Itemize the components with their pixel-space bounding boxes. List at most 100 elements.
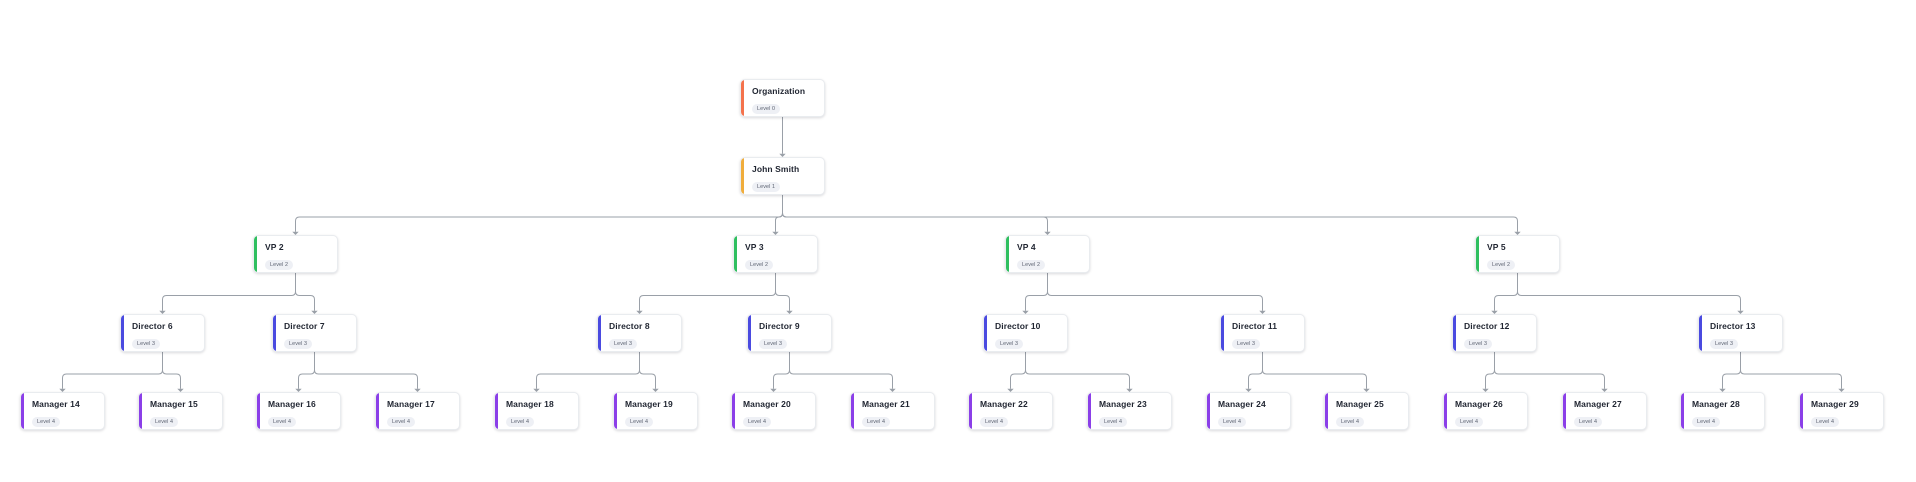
node-level-badge: Level 4 bbox=[506, 417, 535, 427]
org-node[interactable]: VP 3 Level 2 bbox=[733, 235, 818, 273]
node-body: Director 13 Level 3 bbox=[1710, 321, 1778, 350]
node-level-badge: Level 2 bbox=[745, 260, 774, 270]
node-accent-bar bbox=[1325, 393, 1328, 429]
node-level-badge: Level 3 bbox=[609, 339, 638, 349]
node-accent-bar bbox=[741, 80, 744, 116]
node-level-badge: Level 4 bbox=[150, 417, 179, 427]
node-accent-bar bbox=[1006, 236, 1009, 272]
node-accent-bar bbox=[1088, 393, 1091, 429]
node-title: John Smith bbox=[752, 164, 800, 174]
node-title: Manager 20 bbox=[743, 399, 791, 409]
node-level-badge: Level 3 bbox=[1232, 339, 1261, 349]
node-level-badge: Level 4 bbox=[1336, 417, 1365, 427]
node-body: Director 12 Level 3 bbox=[1464, 321, 1532, 350]
org-node[interactable]: Director 13 Level 3 bbox=[1698, 314, 1783, 352]
node-title: Director 12 bbox=[1464, 321, 1510, 331]
node-accent-bar bbox=[1800, 393, 1803, 429]
node-level-badge: Level 3 bbox=[759, 339, 788, 349]
node-title: Director 8 bbox=[609, 321, 650, 331]
node-level-badge: Level 4 bbox=[625, 417, 654, 427]
node-title: VP 5 bbox=[1487, 242, 1506, 252]
node-level-badge: Level 3 bbox=[1464, 339, 1493, 349]
node-level-badge: Level 4 bbox=[1099, 417, 1128, 427]
node-title: Director 11 bbox=[1232, 321, 1278, 331]
node-accent-bar bbox=[734, 236, 737, 272]
node-level-badge: Level 0 bbox=[752, 104, 781, 114]
node-title: Manager 21 bbox=[862, 399, 910, 409]
org-node[interactable]: Director 12 Level 3 bbox=[1452, 314, 1537, 352]
node-title: VP 3 bbox=[745, 242, 764, 252]
node-accent-bar bbox=[748, 315, 751, 351]
node-title: Director 6 bbox=[132, 321, 173, 331]
org-node[interactable]: Manager 17 Level 4 bbox=[375, 392, 460, 430]
org-node[interactable]: Manager 23 Level 4 bbox=[1087, 392, 1172, 430]
node-body: Manager 15 Level 4 bbox=[150, 399, 218, 428]
node-accent-bar bbox=[495, 393, 498, 429]
node-accent-bar bbox=[1476, 236, 1479, 272]
node-level-badge: Level 4 bbox=[32, 417, 61, 427]
node-accent-bar bbox=[21, 393, 24, 429]
node-accent-bar bbox=[1453, 315, 1456, 351]
node-accent-bar bbox=[614, 393, 617, 429]
node-title: Director 13 bbox=[1710, 321, 1756, 331]
node-title: Manager 15 bbox=[150, 399, 198, 409]
node-level-badge: Level 3 bbox=[1710, 339, 1739, 349]
node-accent-bar bbox=[273, 315, 276, 351]
node-level-badge: Level 4 bbox=[1574, 417, 1603, 427]
node-accent-bar bbox=[1207, 393, 1210, 429]
org-node[interactable]: Director 11 Level 3 bbox=[1220, 314, 1305, 352]
node-accent-bar bbox=[851, 393, 854, 429]
node-level-badge: Level 4 bbox=[387, 417, 416, 427]
node-body: Manager 17 Level 4 bbox=[387, 399, 455, 428]
node-accent-bar bbox=[254, 236, 257, 272]
node-level-badge: Level 4 bbox=[1692, 417, 1721, 427]
node-level-badge: Level 4 bbox=[1218, 417, 1247, 427]
node-title: VP 4 bbox=[1017, 242, 1036, 252]
node-title: Director 7 bbox=[284, 321, 325, 331]
org-node[interactable]: Manager 15 Level 4 bbox=[138, 392, 223, 430]
node-accent-bar bbox=[121, 315, 124, 351]
node-accent-bar bbox=[1681, 393, 1684, 429]
org-node[interactable]: Director 8 Level 3 bbox=[597, 314, 682, 352]
node-title: Manager 23 bbox=[1099, 399, 1147, 409]
node-accent-bar bbox=[969, 393, 972, 429]
node-title: Manager 17 bbox=[387, 399, 435, 409]
